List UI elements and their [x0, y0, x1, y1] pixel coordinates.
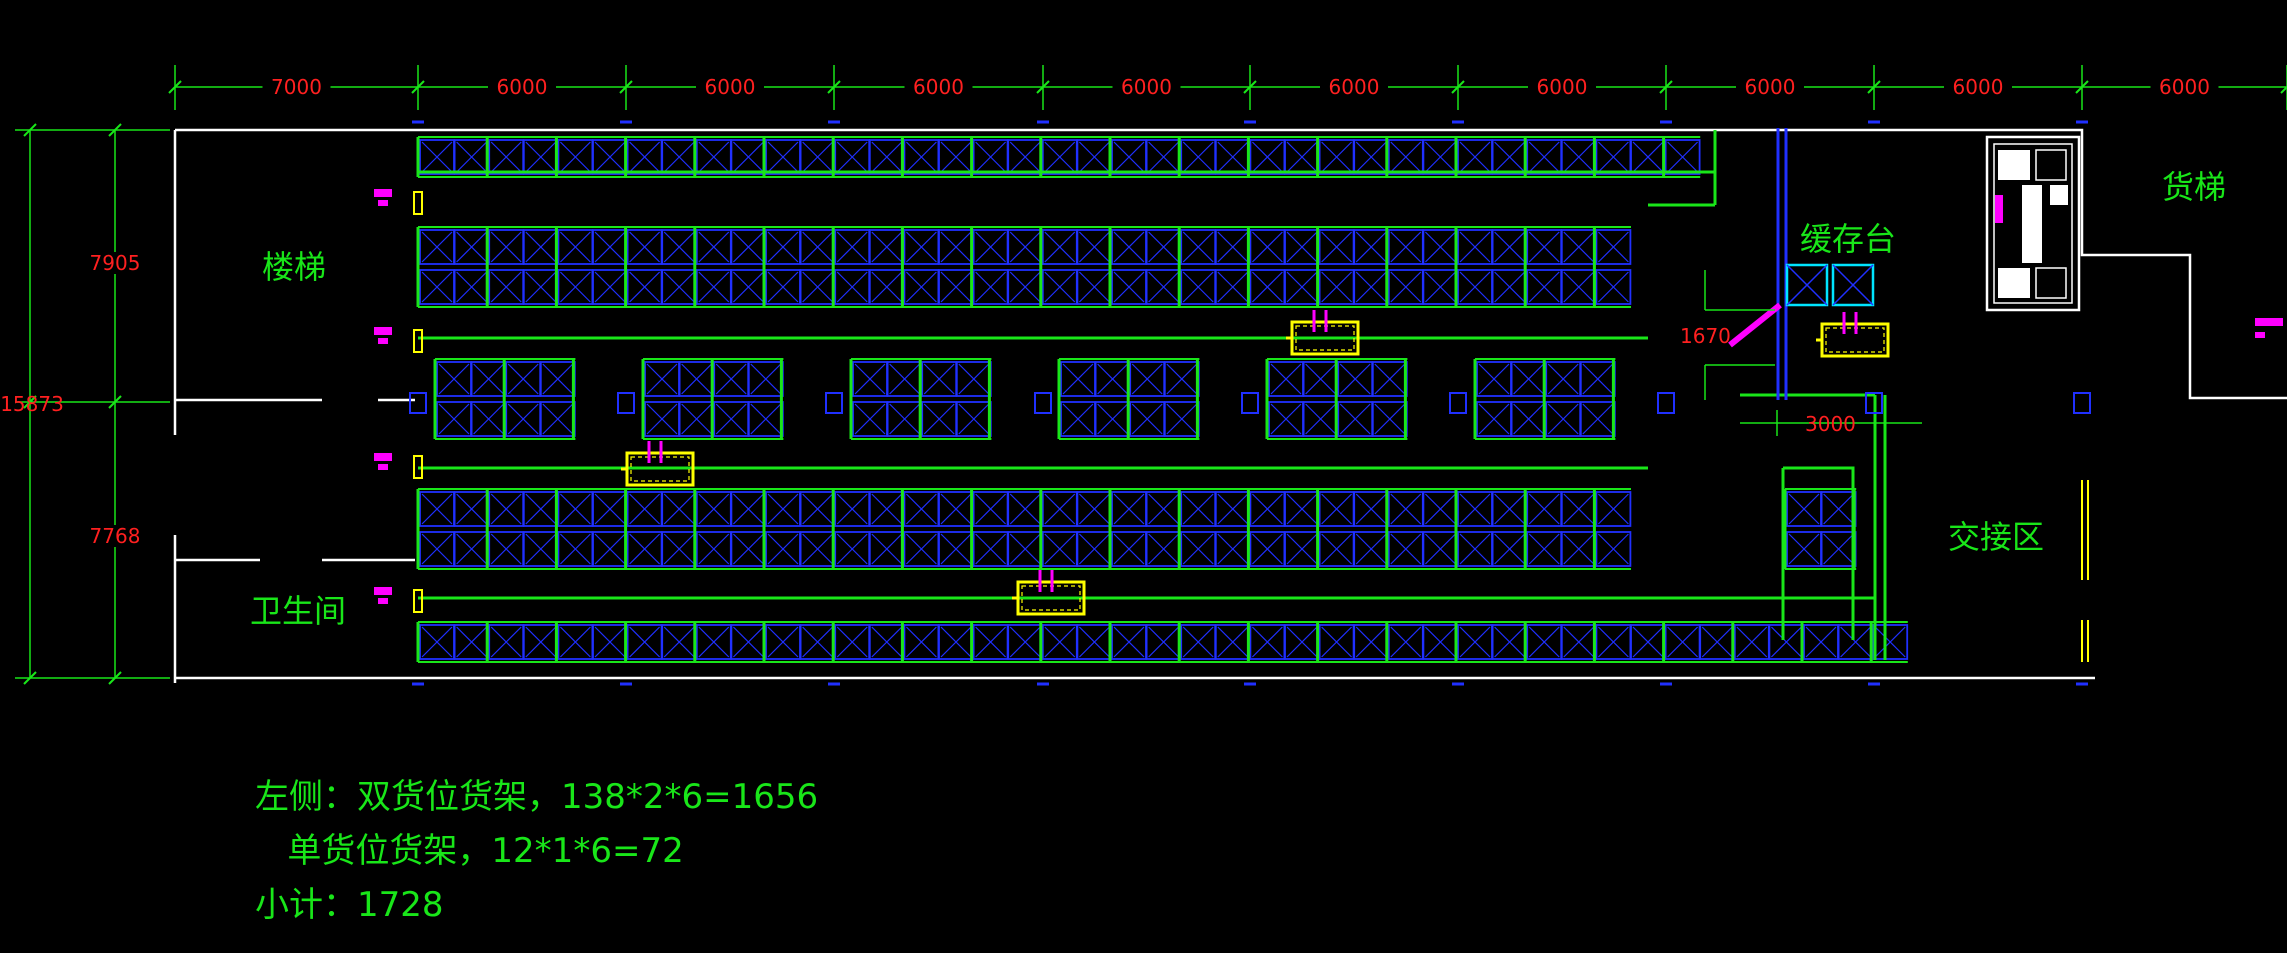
- dim-top-label: 6000: [2159, 75, 2210, 99]
- buffer-station-cells: [1785, 263, 1875, 307]
- buffer-dimensions: [1704, 270, 1922, 436]
- dim-buffer-width: 3000: [1805, 412, 1856, 436]
- dim-top-label: 7000: [271, 75, 322, 99]
- dim-top-label: 6000: [1537, 75, 1588, 99]
- rack-block-middle: [849, 358, 992, 440]
- storage-racks: [416, 136, 1909, 663]
- agv-vehicle: [1286, 310, 1360, 356]
- top-dimension-chain: 7000 6000 6000 6000 6000 6000 6000 6000 6000 6000: [168, 65, 2287, 110]
- dim-left-part: 7905: [90, 251, 141, 275]
- dim-top-label: 6000: [1329, 75, 1380, 99]
- rack-block-top: [416, 136, 1701, 178]
- dim-top-label: 6000: [1121, 75, 1172, 99]
- rack-block-middle: [1265, 358, 1408, 440]
- agv-vehicle: [1012, 570, 1086, 616]
- rack-block-middle: [433, 358, 576, 440]
- note-single-racks: 单货位货架，12*1*6=72: [255, 831, 684, 871]
- rack-block-middle: [1057, 358, 1200, 440]
- dim-left-part: 7768: [90, 524, 141, 548]
- rack-block-middle: [641, 358, 784, 440]
- dim-top-label: 6000: [1745, 75, 1796, 99]
- charging-stations: [374, 189, 2283, 613]
- rack-block-middle: [1473, 358, 1616, 440]
- dim-top-label: 6000: [1953, 75, 2004, 99]
- room-label-toilet: 卫生间: [250, 592, 346, 630]
- dim-left-total: 15873: [0, 392, 64, 416]
- room-label-stairs: 楼梯: [262, 248, 326, 286]
- dim-top-label: 6000: [705, 75, 756, 99]
- rack-count-notes: 左侧：双货位货架，138*2*6=1656 单货位货架，12*1*6=72 小计…: [255, 770, 818, 932]
- left-dimension-chain: 15873 7905 7768: [0, 123, 170, 685]
- building-outline: [173, 128, 2287, 683]
- structural-columns: [409, 120, 2091, 686]
- dim-top-label: 6000: [913, 75, 964, 99]
- dim-top-label: 6000: [497, 75, 548, 99]
- rack-block-upper: [416, 226, 1632, 308]
- elevator-block: [1985, 135, 2081, 312]
- room-label-elevator: 货梯: [2162, 168, 2226, 206]
- agv-vehicle: [621, 441, 695, 487]
- room-label-handover-area: 交接区: [1948, 518, 2044, 556]
- agv-vehicles: [621, 310, 1890, 616]
- agv-vehicle: [1816, 312, 1890, 358]
- agv-aisles: [418, 130, 1887, 660]
- rack-block-right: [1783, 488, 1857, 570]
- rack-block-lower: [416, 488, 1632, 570]
- rack-block-bottom: [416, 621, 1909, 663]
- room-label-buffer-station: 缓存台: [1800, 220, 1896, 258]
- note-double-racks: 左侧：双货位货架，138*2*6=1656: [255, 777, 819, 817]
- dim-buffer-gap: 1670: [1680, 324, 1731, 348]
- buffer-pointer: [1728, 302, 1782, 348]
- door-lines: [2081, 480, 2089, 662]
- note-subtotal: 小计：1728: [255, 885, 444, 925]
